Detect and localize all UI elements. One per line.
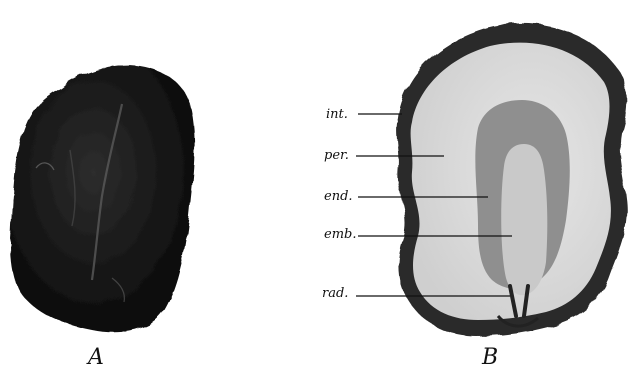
caption-a: A xyxy=(86,345,104,370)
label-emb: emb. xyxy=(324,227,356,242)
embryo xyxy=(501,144,547,295)
label-end: end. xyxy=(324,189,353,204)
label-int: int. xyxy=(326,107,348,122)
label-rad: rad. xyxy=(322,286,348,301)
panel-b-section: int. per. end. emb. rad. B xyxy=(322,24,627,370)
panel-a-seed: A xyxy=(10,65,194,370)
label-per: per. xyxy=(324,148,349,163)
caption-b: B xyxy=(481,345,498,370)
